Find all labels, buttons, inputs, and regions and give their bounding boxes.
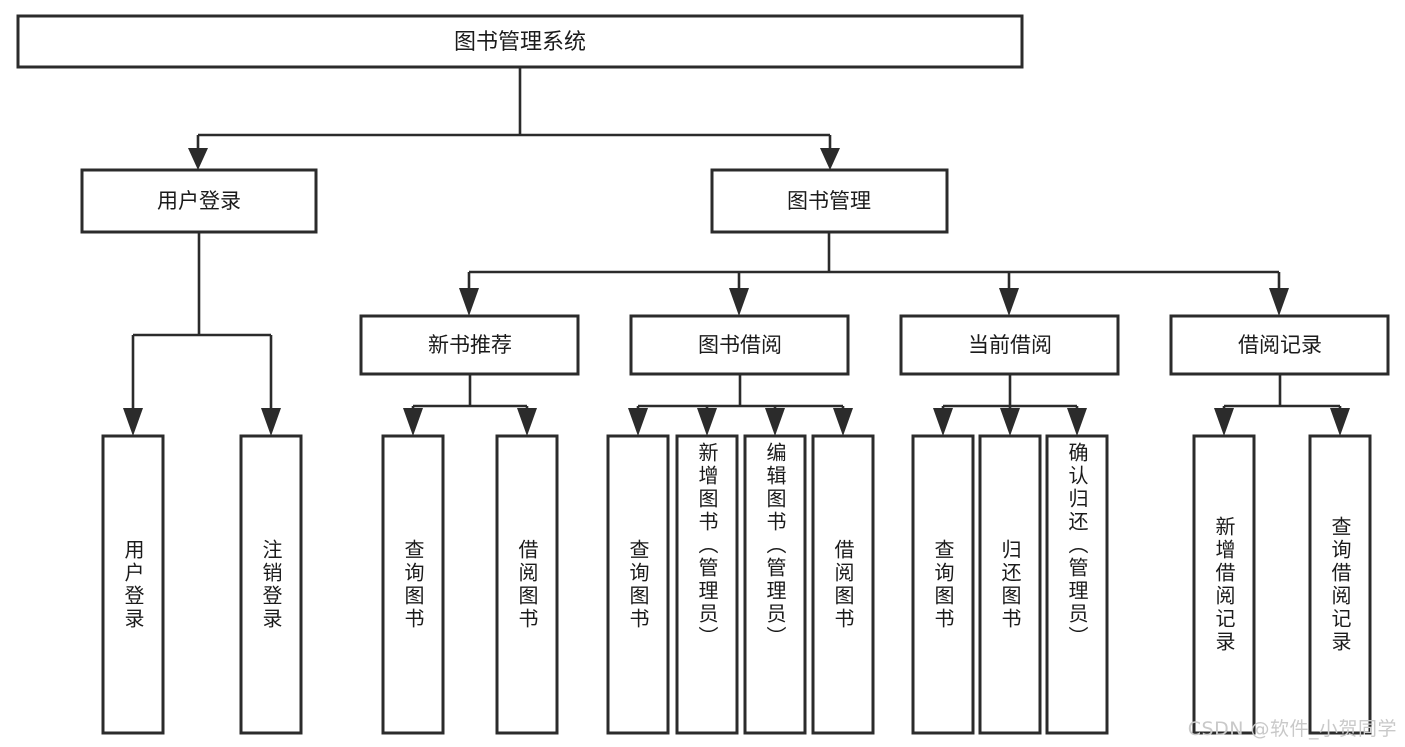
book-management-label: 图书管理 (787, 189, 871, 213)
leaf-box-return-book[interactable] (978, 434, 1042, 735)
arrow-to-leaf-user-login (123, 408, 143, 436)
arrow-to-new-book-recommend (459, 288, 479, 316)
leaf-box-edit-book[interactable] (743, 434, 807, 735)
leaf-box-query-book-3[interactable] (911, 434, 975, 735)
watermark-text: CSDN @软件_小贺同学 (1187, 718, 1397, 740)
arrow-to-leaf-add-record (1214, 408, 1234, 436)
arrow-to-leaf-borrow-book-1 (517, 408, 537, 436)
arrow-to-current-borrow (999, 288, 1019, 316)
arrow-to-leaf-return-book (1000, 408, 1020, 436)
node-root[interactable]: 图书管理系统 (16, 14, 1024, 69)
borrow-record-box[interactable] (1169, 314, 1390, 376)
arrow-to-leaf-edit-book (765, 408, 785, 436)
leaf-box-add-record[interactable] (1192, 434, 1256, 735)
root-box[interactable] (16, 14, 1024, 69)
new-book-recommend-box[interactable] (359, 314, 580, 376)
arrow-to-leaf-borrow-book-2 (833, 408, 853, 436)
arrow-to-leaf-query-book-2 (628, 408, 648, 436)
node-user-login[interactable]: 用户登录 (80, 168, 318, 234)
leaf-box-borrow-book-1[interactable] (495, 434, 559, 735)
arrow-to-leaf-query-record (1330, 408, 1350, 436)
book-borrow-label: 图书借阅 (698, 333, 782, 357)
node-borrow-record[interactable]: 借阅记录 (1169, 314, 1390, 376)
new-book-recommend-label: 新书推荐 (428, 333, 512, 357)
leaf-box-query-book-2[interactable] (606, 434, 670, 735)
leaf-box-borrow-book-2[interactable] (811, 434, 875, 735)
leaf-box-add-book[interactable] (675, 434, 739, 735)
leaf-box-query-record[interactable] (1308, 434, 1372, 735)
book-management-box[interactable] (710, 168, 949, 234)
arrow-to-leaf-confirm-return (1067, 408, 1087, 436)
node-book-management[interactable]: 图书管理 (710, 168, 949, 234)
arrow-to-book-borrow (729, 288, 749, 316)
arrow-to-user-login (188, 148, 208, 170)
leaf-box-confirm-return[interactable] (1045, 434, 1109, 735)
node-current-borrow[interactable]: 当前借阅 (899, 314, 1120, 376)
node-book-borrow[interactable]: 图书借阅 (629, 314, 850, 376)
current-borrow-label: 当前借阅 (968, 333, 1052, 357)
arrow-to-leaf-logout-login (261, 408, 281, 436)
leaf-box-query-book-1[interactable] (381, 434, 445, 735)
book-borrow-box[interactable] (629, 314, 850, 376)
arrow-to-leaf-query-book-1 (403, 408, 423, 436)
arrow-to-book-management (820, 148, 840, 170)
leaf-box-logout-login[interactable] (239, 434, 303, 735)
arrow-to-leaf-add-book (697, 408, 717, 436)
node-new-book-recommend[interactable]: 新书推荐 (359, 314, 580, 376)
current-borrow-box[interactable] (899, 314, 1120, 376)
arrow-to-borrow-record (1269, 288, 1289, 316)
root-label: 图书管理系统 (454, 30, 586, 55)
arrow-to-leaf-query-book-3 (933, 408, 953, 436)
borrow-record-label: 借阅记录 (1238, 333, 1322, 357)
leaf-box-user-login[interactable] (101, 434, 165, 735)
user-login-label: 用户登录 (157, 189, 241, 213)
